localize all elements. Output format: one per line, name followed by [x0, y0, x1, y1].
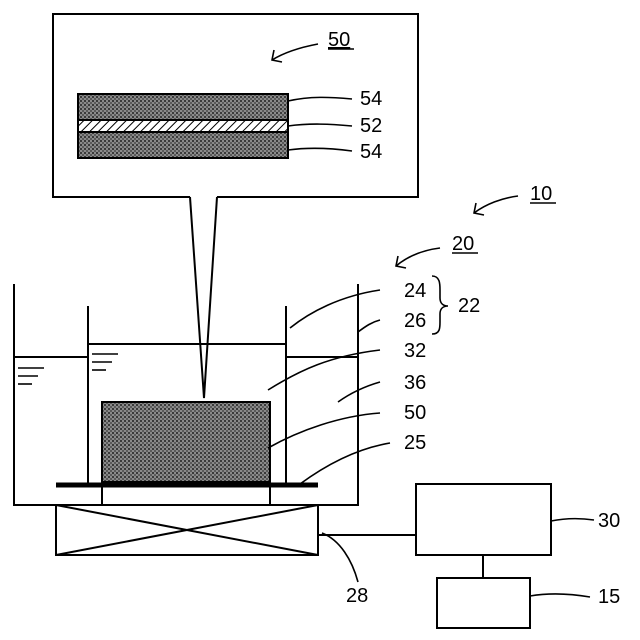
label-layer-54-top: 54	[360, 88, 382, 110]
water-level-symbol-inner	[92, 354, 118, 370]
layer-stack	[78, 94, 288, 158]
label-vessel-group: 22	[458, 295, 480, 317]
inset-callout	[53, 14, 418, 398]
label-vessel-outer: 26	[404, 310, 426, 332]
leader-50	[268, 413, 380, 448]
leader-30	[551, 519, 594, 521]
label-liquid-outer: 36	[404, 372, 426, 394]
label-power: 15	[598, 586, 620, 608]
leader-54-top	[288, 97, 352, 101]
label-layer-54-bottom: 54	[360, 141, 382, 163]
label-inset-ref: 50	[328, 29, 350, 51]
label-apparatus: 10	[530, 183, 552, 205]
power-15	[437, 578, 530, 628]
layer-54-top	[78, 94, 288, 120]
label-controller: 30	[598, 510, 620, 532]
water-level-symbol-outer	[18, 368, 44, 384]
leader-24	[290, 290, 380, 328]
arrow-cell	[396, 248, 440, 268]
leader-52	[288, 124, 352, 126]
label-vibrator: 28	[346, 585, 368, 607]
controller-30	[416, 484, 551, 555]
label-vessel-inner: 24	[404, 280, 426, 302]
layer-52	[78, 120, 288, 132]
layer-54-bottom	[78, 132, 288, 158]
brace-22	[432, 276, 448, 334]
label-sample: 50	[404, 402, 426, 424]
leader-54-bottom	[288, 148, 352, 151]
label-liquid-inner: 32	[404, 340, 426, 362]
label-layer-52: 52	[360, 115, 382, 137]
leader-28	[322, 533, 358, 582]
label-cell: 20	[452, 233, 474, 255]
label-plate: 25	[404, 432, 426, 454]
arrow-apparatus	[474, 196, 518, 215]
leader-15	[530, 594, 590, 597]
sample-50	[102, 402, 270, 482]
leader-26	[358, 320, 380, 332]
leader-25	[300, 443, 390, 484]
arrow-inset-ref	[272, 44, 318, 62]
inset-pointer	[190, 197, 217, 398]
vibrator-28	[56, 505, 318, 555]
